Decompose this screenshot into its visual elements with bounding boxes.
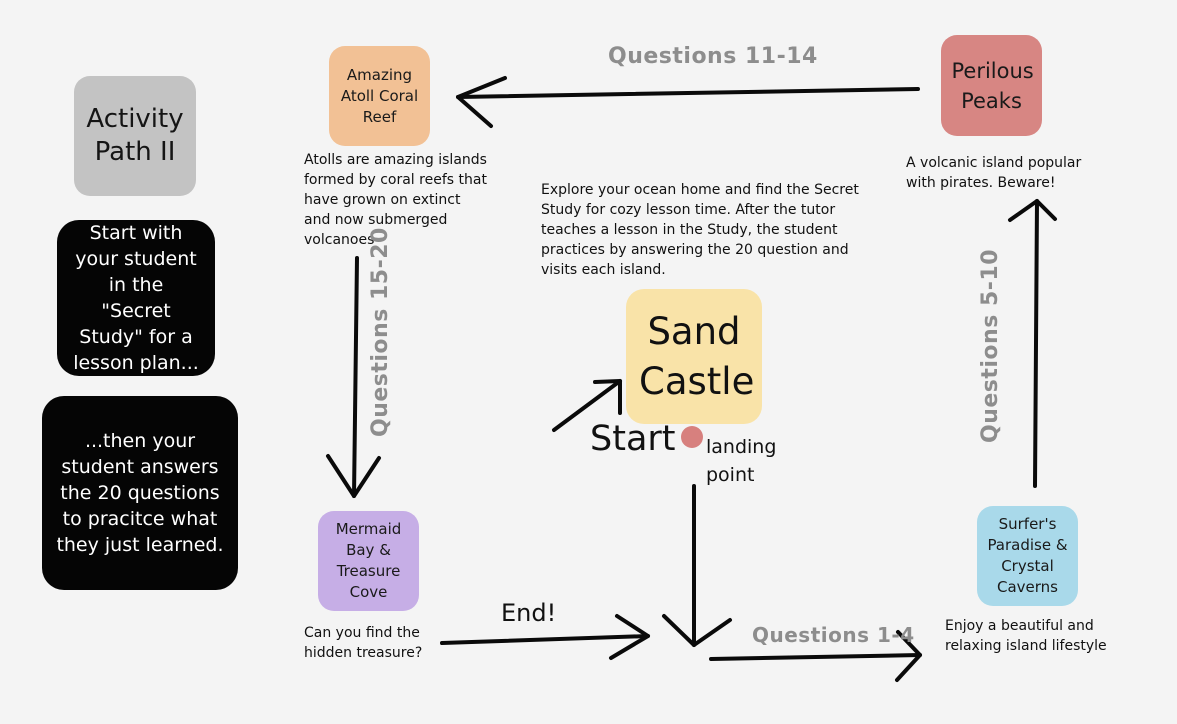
page-title: Activity Path II <box>74 76 196 196</box>
island-atoll-description: Atolls are amazing islands formed by cor… <box>304 152 487 248</box>
island-surfer-description: Enjoy a beautiful and relaxing island li… <box>945 618 1107 654</box>
start-label: Start <box>590 419 676 459</box>
end-label: End! <box>501 599 557 627</box>
arrow-mermaid-to-end <box>440 634 650 645</box>
island-surfer-name: Surfer's Paradise & Crystal Caverns <box>987 515 1068 596</box>
landing-label: landing point <box>706 436 777 486</box>
island-mermaid-name: Mermaid Bay & Treasure Cove <box>335 520 402 601</box>
island-surfer: Surfer's Paradise & Crystal Caverns <box>977 506 1078 606</box>
island-mermaid: Mermaid Bay & Treasure Cove <box>318 511 419 611</box>
arrow-head-atoll <box>456 76 507 128</box>
questions-11-14-label: Questions 11-14 <box>608 44 818 69</box>
questions-5-10-label: Questions 5-10 <box>978 248 1003 443</box>
arrow-head-end <box>609 614 650 660</box>
sand-castle-name: Sand Castle <box>639 309 755 403</box>
arrow-head-peaks <box>1008 199 1057 222</box>
arrow-head-mermaid <box>326 454 381 498</box>
arrow-head-down <box>662 614 732 647</box>
island-atoll-name: Amazing Atoll Coral Reef <box>340 65 419 126</box>
sand-castle: Sand Castle <box>626 289 762 424</box>
practice-step-box: ...then your student answers the 20 ques… <box>42 396 238 590</box>
practice-step-text: ...then your student answers the 20 ques… <box>56 430 224 556</box>
island-peaks-description: A volcanic island popular with pirates. … <box>906 155 1082 191</box>
arrow-start <box>552 379 622 432</box>
arrow-head-surfer <box>895 630 922 682</box>
arrow-to-surfer <box>709 653 922 661</box>
island-peaks-name: Perilous Peaks <box>951 58 1034 113</box>
arrow-peaks-to-atoll <box>456 87 920 99</box>
island-mermaid-description: Can you find the hidden treasure? <box>304 625 423 661</box>
island-peaks: Perilous Peaks <box>941 35 1042 136</box>
arrow-atoll-to-mermaid <box>352 256 359 498</box>
center-description: Explore your ocean home and find the Sec… <box>541 182 859 278</box>
questions-1-4-label: Questions 1-4 <box>752 623 915 647</box>
island-atoll: Amazing Atoll Coral Reef <box>329 46 430 146</box>
questions-15-20-label: Questions 15-20 <box>368 227 393 437</box>
arrow-head-start <box>593 379 622 415</box>
intro-step-box: Start with your student in the "Secret S… <box>57 220 215 376</box>
arrow-surfer-to-peaks <box>1033 199 1039 488</box>
landing-dot <box>681 426 703 448</box>
intro-step-text: Start with your student in the "Secret S… <box>73 222 199 374</box>
page-title-text: Activity Path II <box>86 104 184 167</box>
